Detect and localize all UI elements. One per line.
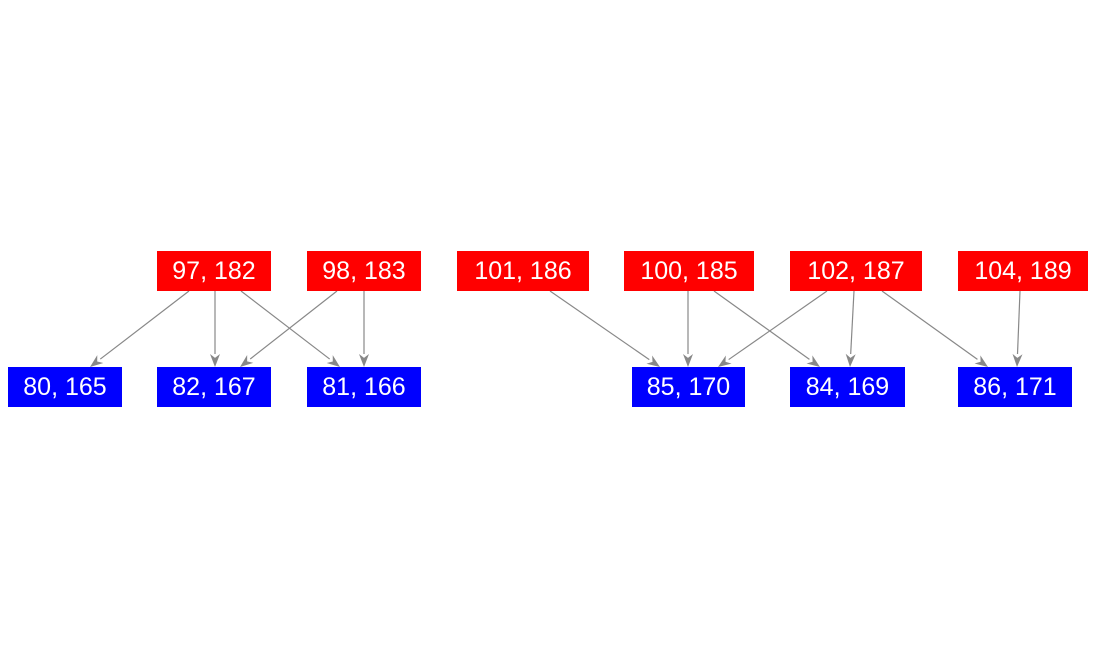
edge-line [881, 290, 978, 360]
edge-line [713, 290, 810, 360]
edge-n104-n86 [1012, 290, 1023, 367]
edge-n102-n85 [718, 290, 828, 367]
node-label: 82, 167 [172, 372, 256, 401]
node-97-182: 97, 182 [157, 251, 271, 291]
edge-n97-n81 [240, 290, 340, 367]
node-label: 104, 189 [974, 256, 1072, 285]
node-82-167: 82, 167 [157, 367, 271, 407]
edge-line [240, 290, 331, 360]
node-label: 86, 171 [973, 372, 1057, 401]
edge-line [728, 290, 828, 361]
edge-n98-n82 [240, 290, 338, 367]
node-98-183: 98, 183 [307, 251, 421, 291]
node-label: 97, 182 [172, 256, 256, 285]
edge-n100-n84 [713, 290, 820, 367]
arrowhead-icon [1012, 353, 1023, 367]
arrowhead-icon [718, 355, 732, 367]
edge-line [549, 290, 650, 361]
node-85-170: 85, 170 [632, 367, 745, 407]
arrowhead-icon [240, 355, 254, 367]
arrowhead-icon [359, 354, 369, 367]
node-80-165: 80, 165 [8, 367, 122, 407]
arrowhead-icon [974, 355, 988, 367]
edge-n97-n80 [90, 290, 190, 367]
edge-line [850, 290, 855, 355]
edge-n102-n86 [881, 290, 988, 367]
node-label: 102, 187 [807, 256, 905, 285]
arrowhead-icon [845, 353, 856, 367]
node-label: 98, 183 [322, 256, 406, 285]
node-84-169: 84, 169 [790, 367, 905, 407]
edge-n97-n82 [210, 291, 220, 367]
arrowhead-icon [90, 355, 104, 367]
edge-n102-n84 [845, 290, 856, 367]
node-label: 85, 170 [646, 372, 731, 401]
edge-line [249, 290, 338, 360]
node-100-185: 100, 185 [624, 251, 754, 291]
node-86-171: 86, 171 [958, 367, 1072, 407]
node-label: 81, 166 [322, 372, 406, 401]
node-104-189: 104, 189 [958, 251, 1088, 291]
arrowhead-icon [806, 355, 820, 367]
node-label: 101, 186 [474, 256, 572, 285]
node-101-186: 101, 186 [457, 251, 589, 291]
edge-n101-n85 [549, 290, 660, 367]
node-102-187: 102, 187 [790, 251, 922, 291]
node-81-166: 81, 166 [307, 367, 421, 407]
node-label: 100, 185 [640, 256, 738, 285]
edge-line [1016, 290, 1021, 355]
arrowhead-icon [326, 355, 340, 367]
node-label: 80, 165 [23, 372, 107, 401]
edge-n100-n85 [683, 291, 693, 367]
arrowhead-icon [210, 354, 220, 367]
node-label: 84, 169 [805, 372, 890, 401]
edge-n98-n81 [359, 291, 369, 367]
edge-line [99, 290, 190, 360]
arrowhead-icon [646, 355, 660, 367]
arrowhead-icon [683, 354, 693, 367]
